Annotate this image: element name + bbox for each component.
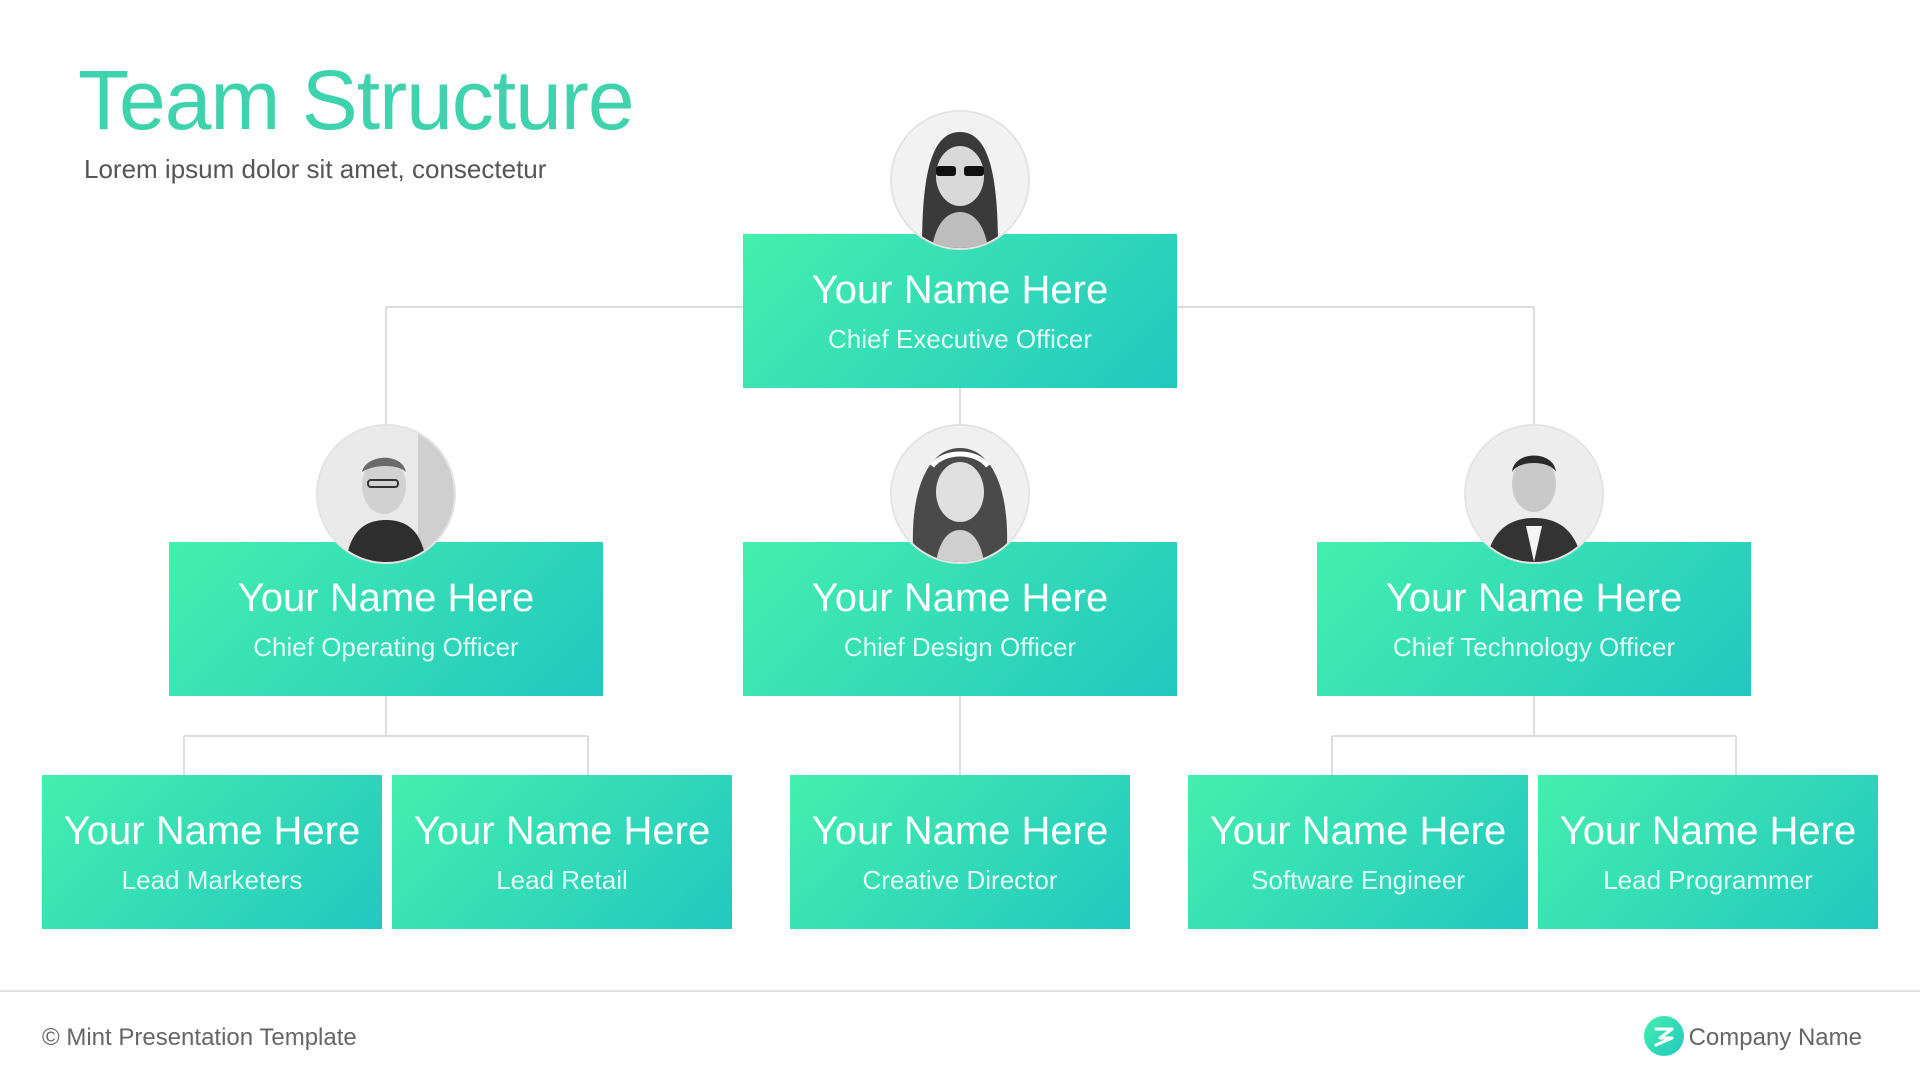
org-node-lead-retail: Your Name Here Lead Retail <box>392 775 732 929</box>
org-node-software-engineer: Your Name Here Software Engineer <box>1188 775 1528 929</box>
node-name: Your Name Here <box>413 808 711 853</box>
company-logo-icon <box>1644 1016 1684 1056</box>
node-name: Your Name Here <box>237 575 535 620</box>
org-node-lead-marketers: Your Name Here Lead Marketers <box>42 775 382 929</box>
node-role: Lead Programmer <box>1603 864 1813 895</box>
node-name: Your Name Here <box>811 808 1109 853</box>
person-photo-icon <box>1466 426 1602 562</box>
node-name: Your Name Here <box>1559 808 1857 853</box>
node-role: Chief Design Officer <box>843 631 1077 662</box>
node-role: Chief Technology Officer <box>1392 631 1676 662</box>
footer-copyright: © Mint Presentation Template <box>42 1024 357 1051</box>
node-role: Software Engineer <box>1251 864 1465 895</box>
node-role: Chief Operating Officer <box>253 631 519 662</box>
page-subtitle: Lorem ipsum dolor sit amet, consectetur <box>84 154 547 184</box>
avatar <box>316 424 456 564</box>
org-node-coo: Your Name Here Chief Operating Officer <box>169 542 603 696</box>
org-node-cto: Your Name Here Chief Technology Officer <box>1317 542 1751 696</box>
node-role: Creative Director <box>862 864 1058 895</box>
person-photo-icon <box>892 112 1028 248</box>
node-role: Lead Retail <box>496 864 628 895</box>
org-node-cdo: Your Name Here Chief Design Officer <box>743 542 1177 696</box>
page-title: Team Structure <box>78 53 635 147</box>
node-name: Your Name Here <box>1385 575 1683 620</box>
org-node-creative-director: Your Name Here Creative Director <box>790 775 1130 929</box>
avatar <box>890 110 1030 250</box>
node-name: Your Name Here <box>1209 808 1507 853</box>
org-node-lead-programmer: Your Name Here Lead Programmer <box>1538 775 1878 929</box>
node-role: Chief Executive Officer <box>828 323 1092 354</box>
footer-divider <box>0 990 1920 992</box>
avatar <box>1464 424 1604 564</box>
node-role: Lead Marketers <box>121 864 303 895</box>
node-name: Your Name Here <box>63 808 361 853</box>
person-photo-icon <box>318 426 454 562</box>
avatar <box>890 424 1030 564</box>
node-name: Your Name Here <box>811 267 1109 312</box>
footer-company-name: Company Name <box>1688 1024 1862 1051</box>
org-node-ceo: Your Name Here Chief Executive Officer <box>743 234 1177 388</box>
person-photo-icon <box>892 426 1028 562</box>
node-name: Your Name Here <box>811 575 1109 620</box>
